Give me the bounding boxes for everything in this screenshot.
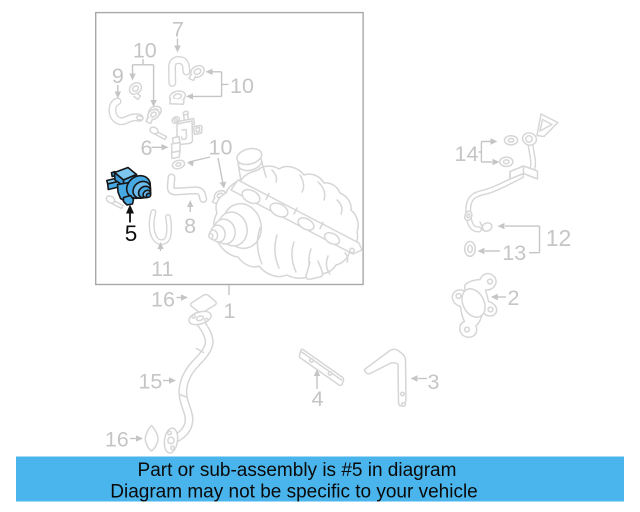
svg-text:4: 4 — [312, 387, 324, 411]
svg-text:12: 12 — [546, 225, 572, 251]
svg-text:16: 16 — [151, 288, 175, 312]
svg-text:10: 10 — [230, 74, 254, 98]
svg-text:14: 14 — [455, 142, 479, 166]
svg-text:10: 10 — [209, 135, 233, 159]
svg-text:13: 13 — [502, 241, 526, 265]
svg-text:9: 9 — [112, 64, 124, 88]
svg-text:Part or sub-assembly is #5 in: Part or sub-assembly is #5 in diagram — [138, 460, 457, 481]
svg-text:3: 3 — [428, 370, 440, 394]
svg-text:Diagram may not be specific to: Diagram may not be specific to your vehi… — [110, 482, 478, 503]
svg-text:16: 16 — [105, 427, 129, 451]
svg-text:8: 8 — [184, 214, 196, 238]
svg-text:5: 5 — [125, 221, 138, 246]
svg-text:2: 2 — [508, 286, 520, 310]
svg-text:1: 1 — [224, 299, 236, 323]
svg-text:6: 6 — [141, 136, 153, 160]
svg-text:15: 15 — [138, 370, 162, 394]
svg-text:7: 7 — [172, 17, 184, 41]
svg-text:10: 10 — [133, 38, 157, 62]
svg-text:11: 11 — [151, 257, 173, 281]
